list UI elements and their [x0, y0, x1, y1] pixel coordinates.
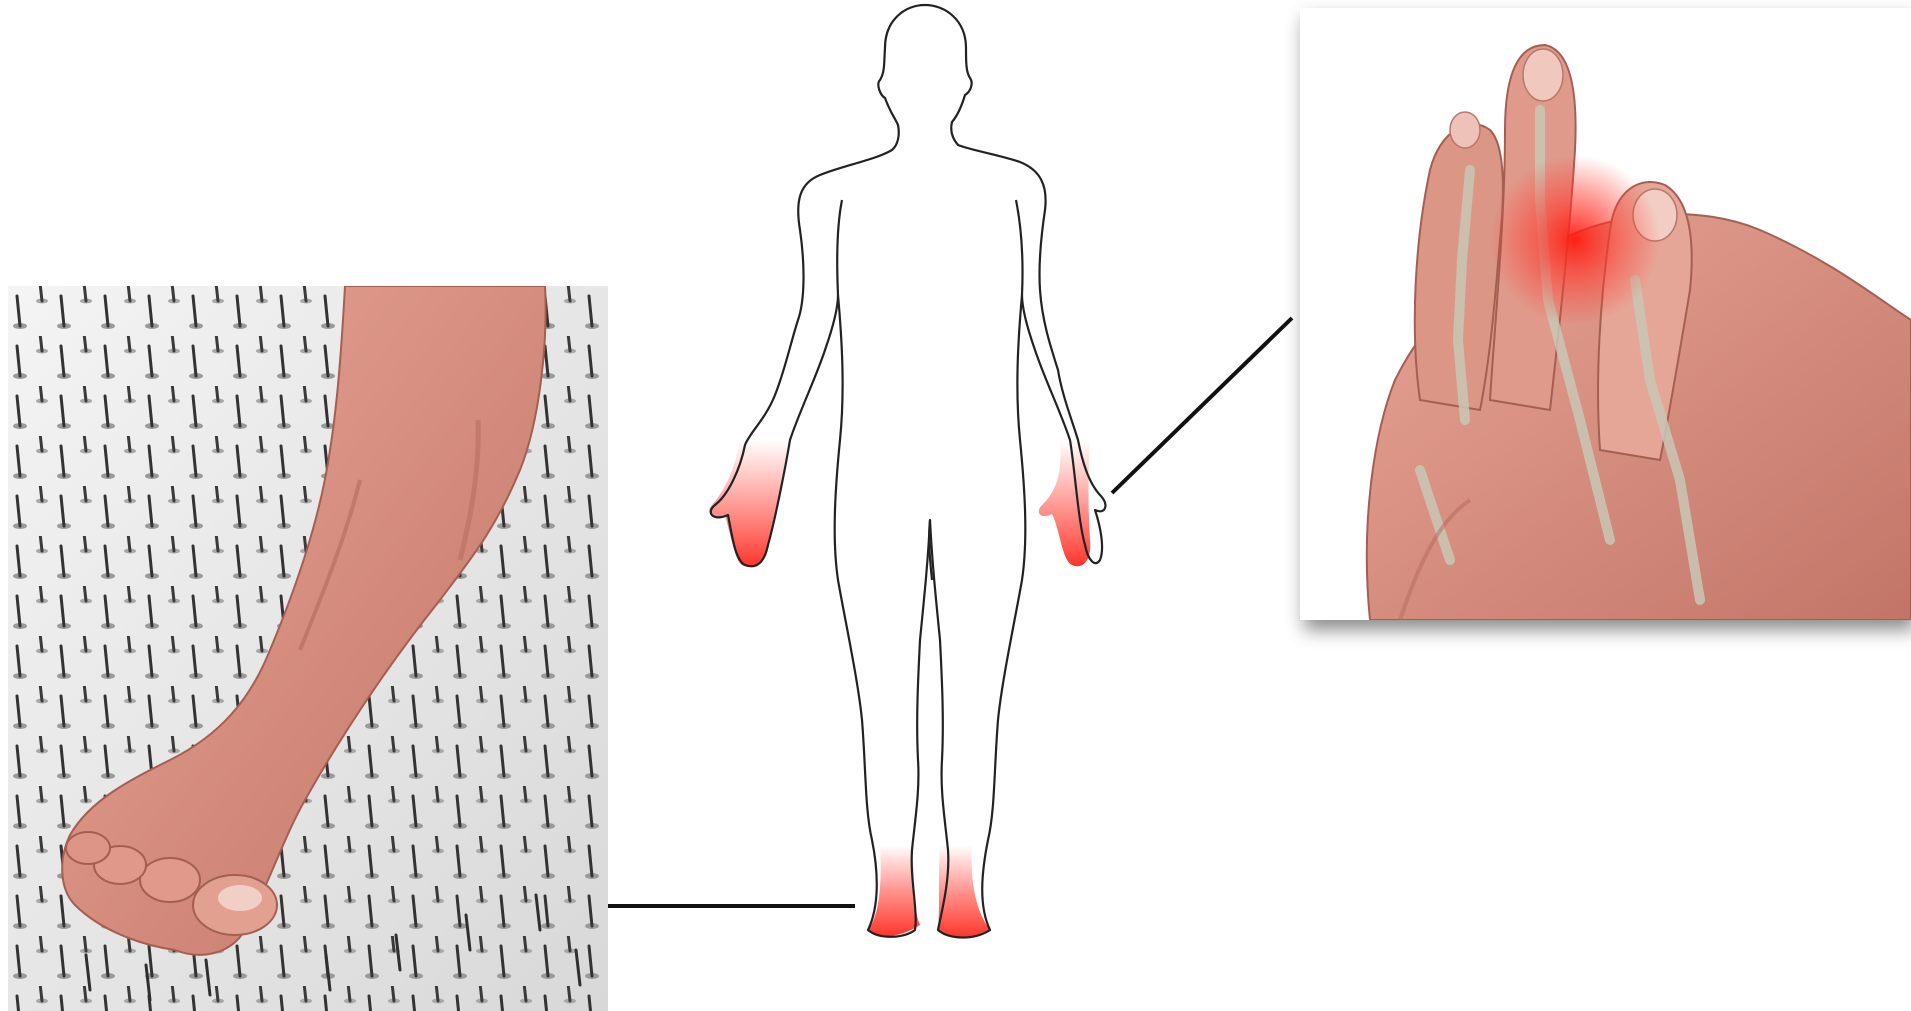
human-body-outline [709, 5, 1105, 938]
hand-connector-line [1112, 318, 1292, 493]
joint-inflammation-glow [1490, 155, 1660, 325]
hand-photo-panel [1300, 8, 1911, 620]
foot-photo-panel [8, 286, 608, 1011]
